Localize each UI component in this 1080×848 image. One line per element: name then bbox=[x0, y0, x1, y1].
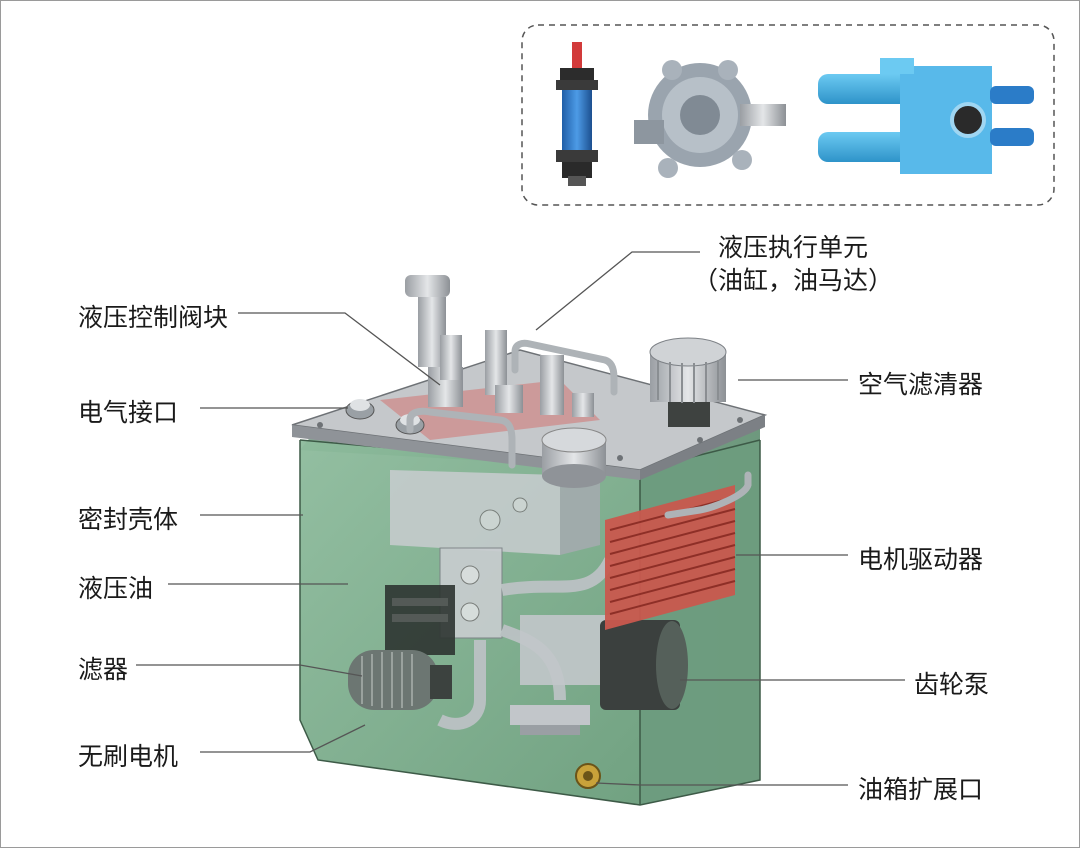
label-gear-pump: 齿轮泵 bbox=[914, 670, 990, 699]
label-control-block: 液压控制阀块 bbox=[78, 303, 229, 332]
hydraulic-cylinder-image bbox=[556, 42, 598, 186]
label-filter: 滤器 bbox=[78, 655, 129, 684]
label-exec-unit-line1: 液压执行单元 bbox=[717, 233, 868, 262]
label-brushless-motor: 无刷电机 bbox=[78, 742, 179, 771]
leader-control-block bbox=[238, 312, 441, 386]
leader-exec-unit bbox=[535, 251, 700, 331]
leader-lines bbox=[136, 251, 905, 786]
leader-brushless-motor bbox=[200, 724, 366, 753]
hydraulic-motor-image bbox=[634, 60, 786, 178]
electrical-connectors bbox=[345, 399, 425, 435]
tank-expansion-port-fitting bbox=[575, 763, 601, 789]
label-tank-expansion-port: 油箱扩展口 bbox=[858, 775, 984, 804]
internal-brushless-motor bbox=[385, 585, 455, 655]
internal-gear-pump bbox=[510, 615, 688, 735]
large-cylinder-image bbox=[818, 58, 1034, 174]
label-hydraulic-oil: 液压油 bbox=[78, 574, 154, 603]
plate-handles bbox=[406, 339, 752, 519]
label-exec-unit-line2: （油缸，油马达） bbox=[692, 266, 893, 295]
top-control-valves bbox=[405, 275, 594, 417]
air-filter-breather bbox=[649, 337, 727, 427]
label-air-filter: 空气滤清器 bbox=[858, 370, 984, 399]
label-electrical-interface: 电气接口 bbox=[78, 398, 179, 427]
label-motor-driver: 电机驱动器 bbox=[858, 545, 984, 574]
internal-motor-driver bbox=[605, 485, 736, 630]
internal-filter bbox=[348, 650, 452, 710]
label-sealed-housing: 密封壳体 bbox=[78, 505, 179, 534]
leader-filter bbox=[136, 664, 363, 677]
leader-expansion-port bbox=[595, 782, 848, 786]
accumulator-canister bbox=[541, 427, 607, 488]
